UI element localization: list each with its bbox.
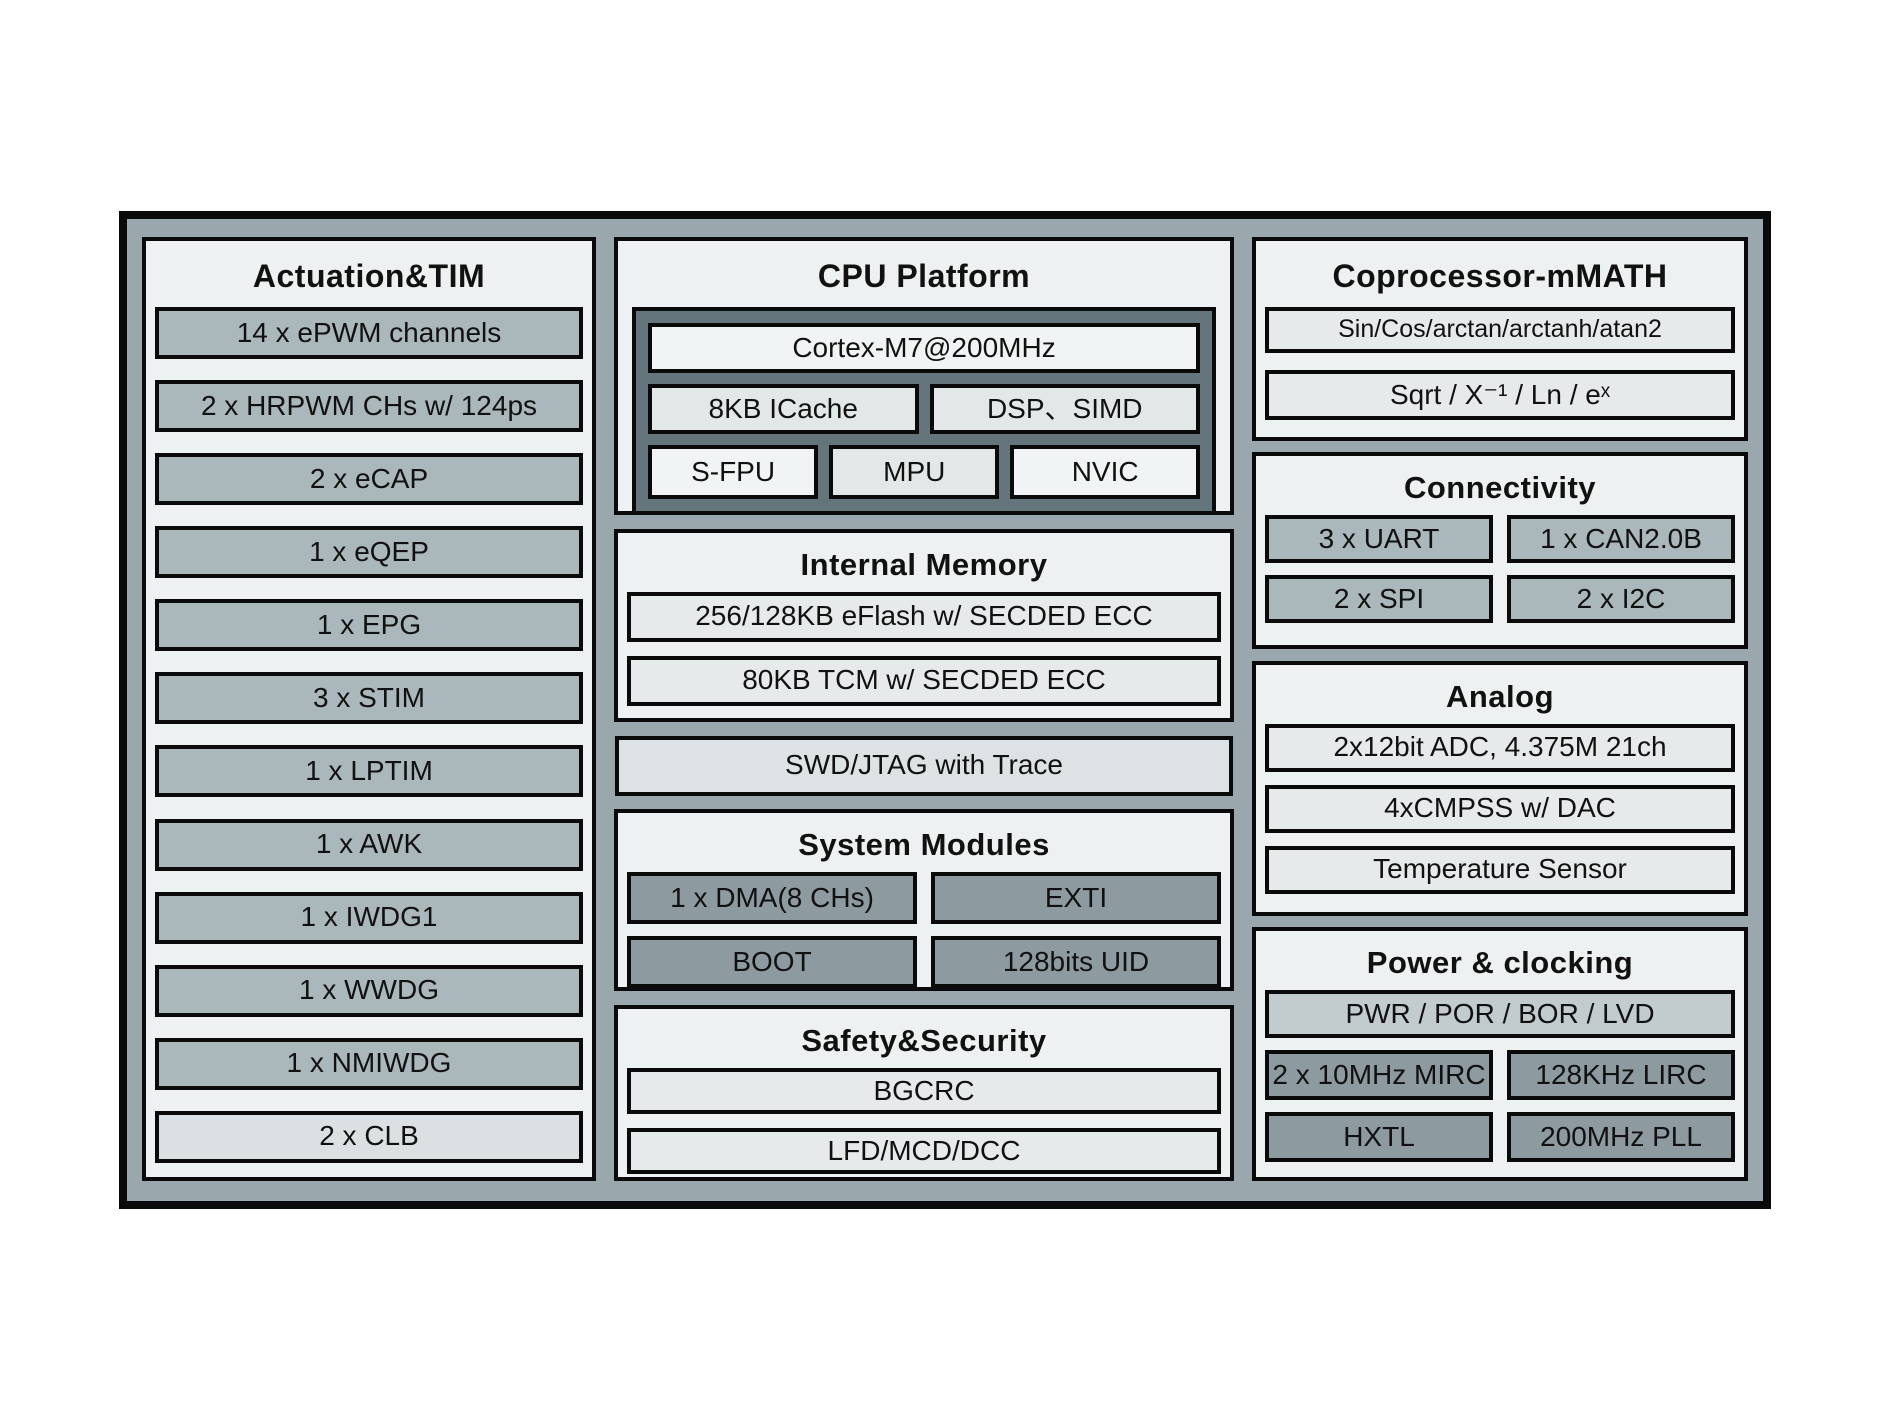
block-temperature-sensor: Temperature Sensor [1265,845,1735,894]
block-1-x-can2-0b: 1 x CAN2.0B [1507,515,1735,564]
connectivity-blocks: 3 x UART 1 x CAN2.0B 2 x SPI 2 x I2C [1265,515,1735,624]
panel-internal-memory: Internal Memory 256/128KB eFlash w/ SECD… [614,528,1234,722]
connectivity-title: Connectivity [1403,470,1597,506]
block-128khz-lirc: 128KHz LIRC [1507,1049,1735,1100]
block-nvic: NVIC [1010,445,1200,499]
analog-blocks: 2x12bit ADC, 4.375M 21ch 4xCMPSS w/ DAC Te… [1265,723,1735,894]
block-1-x-wwdg: 1 x WWDG [155,964,583,1017]
block-200mhz-pll: 200MHz PLL [1507,1111,1735,1162]
safety-security-blocks: BGCRC LFD/MCD/DCC [627,1068,1221,1174]
column-middle: CPU Platform Cortex-M7@200MHz 8KB ICache… [614,237,1234,1181]
block-lfd-mcd-dcc: LFD/MCD/DCC [627,1128,1221,1174]
block-1-x-nmiwdg: 1 x NMIWDG [155,1037,583,1090]
block-pwr-por-bor-lvd: PWR / POR / BOR / LVD [1265,989,1735,1038]
block-80kb-tcm-w-secded-ecc: 80KB TCM w/ SECDED ECC [627,655,1221,706]
analog-title: Analog [1445,678,1555,714]
block-2-x-ecap: 2 x eCAP [155,453,583,506]
panel-system-modules: System Modules 1 x DMA(8 CHs) EXTI BOOT 128… [614,809,1234,992]
system-modules-blocks: 1 x DMA(8 CHs) EXTI BOOT 128bits UID [627,872,1221,989]
column-left: Actuation&TIM 14 x ePWM channels 2 x HRPW… [142,237,596,1181]
block-hxtl: HXTL [1265,1111,1493,1162]
coprocessor-title: Coprocessor-mMATH [1332,258,1668,294]
block-bgcrc: BGCRC [627,1068,1221,1114]
block-4xcmpss-w-dac: 4xCMPSS w/ DAC [1265,784,1735,833]
block-1-x-eqep: 1 x eQEP [155,526,583,579]
block-3-x-uart: 3 x UART [1265,515,1493,564]
internal-memory-blocks: 256/128KB eFlash w/ SECDED ECC 80KB TCM w… [627,591,1221,706]
block-3-x-stim: 3 x STIM [155,672,583,725]
block-256-128kb-eflash-w-secded-ecc: 256/128KB eFlash w/ SECDED ECC [627,591,1221,642]
actuation-tim-blocks: 14 x ePWM channels 2 x HRPWM CHs w/ 124ps… [155,307,583,1177]
block-128bits-uid: 128bits UID [931,936,1221,989]
power-clock-blocks: 2 x 10MHz MIRC 128KHz LIRC HXTL 200MHz PLL [1265,1049,1735,1162]
panel-connectivity: Connectivity 3 x UART 1 x CAN2.0B 2 x SPI 2… [1252,452,1748,650]
block-cortex-m7-core: Cortex-M7@200MHz [648,323,1200,373]
safety-security-title: Safety&Security [801,1023,1047,1058]
block-sin-cos-arctan-arctanh-atan2: Sin/Cos/arctan/arctanh/atan2 [1265,307,1735,353]
block-dsp-simd: DSP、SIMD [929,384,1200,434]
panel-coprocessor-mmath: Coprocessor-mMATH Sin/Cos/arctan/arctanh… [1252,237,1748,441]
block-swd-jtag-trace: SWD/JTAG with Trace [615,735,1233,796]
block-2-x-spi: 2 x SPI [1265,575,1493,624]
panel-power-clocking: Power & clocking PWR / POR / BOR / LVD 2… [1252,926,1748,1181]
cpu-platform-title: CPU Platform [817,258,1031,294]
system-modules-title: System Modules [798,827,1050,863]
panel-actuation-tim: Actuation&TIM 14 x ePWM channels 2 x HRPW… [142,237,596,1181]
block-14-x-epwm-channels: 14 x ePWM channels [155,307,583,359]
soc-block-diagram: Actuation&TIM 14 x ePWM channels 2 x HRPW… [119,211,1771,1209]
block-2-x-clb: 2 x CLB [155,1110,583,1163]
power-clocking-title: Power & clocking [1366,944,1634,980]
block-2x12bit-adc-4-375m-21ch: 2x12bit ADC, 4.375M 21ch [1265,723,1735,772]
block-2-x-10mhz-mirc: 2 x 10MHz MIRC [1265,1049,1493,1100]
block-8kb-icache: 8KB ICache [648,384,919,434]
block-1-x-awk: 1 x AWK [155,818,583,871]
block-mpu: MPU [829,445,1000,499]
panel-analog: Analog 2x12bit ADC, 4.375M 21ch 4xCMPSS w… [1252,660,1748,916]
block-2-x-hrpwm-chs-w-124ps: 2 x HRPWM CHs w/ 124ps [155,380,583,433]
panel-cpu-platform: CPU Platform Cortex-M7@200MHz 8KB ICache… [614,237,1234,515]
block-2-x-i2c: 2 x I2C [1507,575,1735,624]
panel-safety-security: Safety&Security BGCRC LFD/MCD/DCC [614,1005,1234,1181]
block-s-fpu: S-FPU [648,445,819,499]
block-1-x-lptim: 1 x LPTIM [155,745,583,798]
block-sqrt-x-ln-e: Sqrt / X⁻¹ / Ln / eˣ [1265,370,1735,420]
block-1-x-dma-8-chs: 1 x DMA(8 CHs) [627,872,917,925]
block-1-x-epg: 1 x EPG [155,599,583,652]
internal-memory-title: Internal Memory [800,546,1048,582]
actuation-tim-title: Actuation&TIM [252,258,486,294]
block-exti: EXTI [931,872,1221,925]
column-right: Coprocessor-mMATH Sin/Cos/arctan/arctanh… [1252,237,1748,1181]
block-1-x-iwdg1: 1 x IWDG1 [155,891,583,944]
block-boot: BOOT [627,936,917,989]
